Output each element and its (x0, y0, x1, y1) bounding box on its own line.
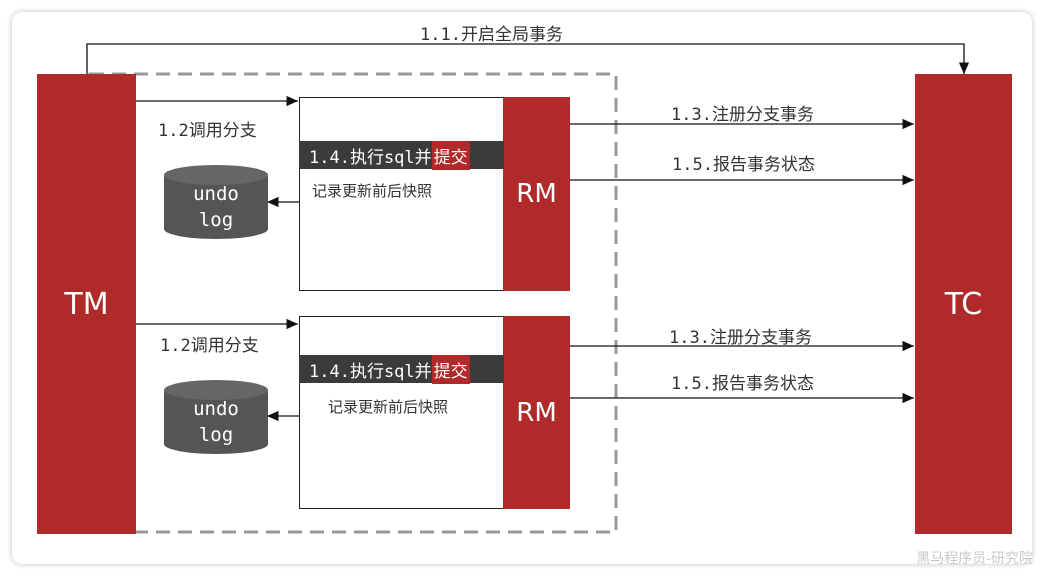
rm-block-1: RM (503, 97, 570, 291)
snapshot-label-1: 记录更新前后快照 (312, 182, 433, 200)
tc-label: TC (944, 286, 983, 322)
undo-log-line2-1: log (198, 209, 234, 231)
exec-commit-highlight-1: 提交 (431, 140, 470, 170)
exec-commit-highlight-2: 提交 (431, 354, 470, 384)
register-label-2: 1.3.注册分支事务 (669, 328, 812, 348)
call-branch-label-1: 1.2调用分支 (158, 121, 257, 141)
undo-log-line2-2: log (198, 424, 234, 446)
call-branch-label-2: 1.2调用分支 (160, 336, 259, 356)
undo-log-db-2: undo log (164, 380, 268, 454)
report-label-1: 1.5.报告事务状态 (672, 155, 815, 175)
tm-label: TM (64, 286, 109, 322)
exec-sql-text-1: 1.4.执行sql并 (309, 147, 432, 168)
rm-label-2: RM (516, 397, 557, 428)
watermark: 黑马程序员-研究院 (916, 551, 1033, 567)
exec-sql-bar-1: 1.4.执行sql并提交 (299, 140, 504, 170)
global-begin-arrow (86, 43, 970, 76)
rm-label-1: RM (516, 179, 557, 209)
snapshot-label-2: 记录更新前后快照 (328, 398, 449, 416)
report-label-2: 1.5.报告事务状态 (671, 374, 814, 394)
tm-block: TM (37, 74, 136, 534)
undo-log-line1-1: undo (193, 183, 239, 205)
rm-block-2: RM (503, 316, 570, 509)
undo-log-db-1: undo log (164, 165, 268, 239)
undo-log-line1-2: undo (193, 398, 239, 420)
exec-sql-bar-2: 1.4.执行sql并提交 (299, 354, 504, 384)
tc-block: TC (915, 74, 1012, 534)
exec-sql-text-2: 1.4.执行sql并 (309, 361, 432, 382)
global-begin-label: 1.1.开启全局事务 (420, 25, 563, 45)
register-label-1: 1.3.注册分支事务 (671, 105, 814, 125)
